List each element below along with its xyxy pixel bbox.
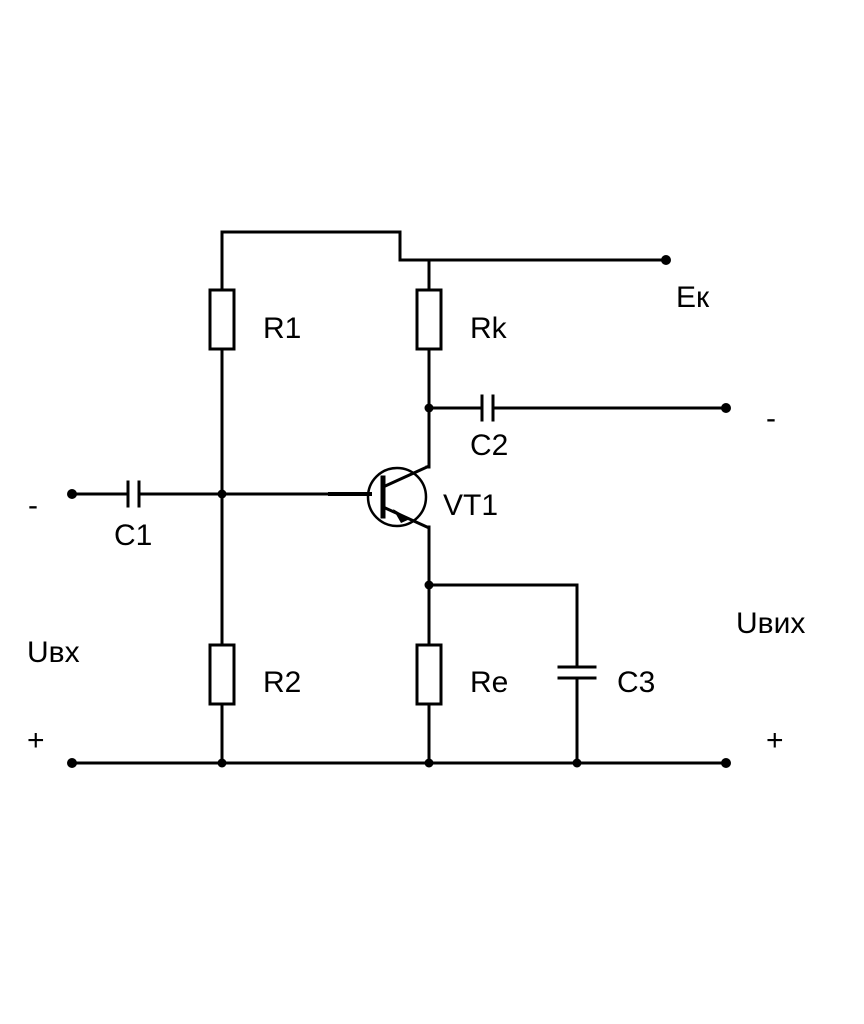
- input-plus-sign: +: [27, 724, 45, 757]
- resistor-r1: [208, 288, 236, 351]
- label-r1: R1: [263, 312, 301, 345]
- collector-branch: [415, 258, 731, 469]
- label-c3: C3: [617, 666, 655, 699]
- transistor-vt1: [366, 465, 429, 529]
- transistor-envelope: [366, 466, 428, 528]
- transistor-collector: [381, 465, 429, 489]
- output-terminal-minus[interactable]: [721, 403, 731, 413]
- junction-re-ground: [424, 758, 434, 768]
- label-input: Uвх: [27, 636, 80, 669]
- label-re: Re: [470, 666, 508, 699]
- input-terminal-plus[interactable]: [67, 758, 77, 768]
- label-vt1: VT1: [443, 489, 498, 522]
- output-minus-sign: -: [766, 402, 776, 435]
- supply-terminal[interactable]: [661, 255, 671, 265]
- junction-c3-ground: [572, 758, 582, 768]
- label-supply: Eк: [676, 281, 710, 314]
- input-minus-sign: -: [28, 489, 38, 522]
- resistor-re: [415, 643, 443, 706]
- label-output: Uвих: [736, 607, 805, 640]
- label-r2: R2: [263, 666, 301, 699]
- label-c1: C1: [114, 519, 152, 552]
- label-c2: C2: [470, 429, 508, 462]
- output-terminal-plus[interactable]: [721, 758, 731, 768]
- divider-branch: [208, 230, 236, 768]
- common-rail: [67, 758, 731, 768]
- emitter-branch: [415, 525, 597, 765]
- supply-rail: [220, 230, 671, 265]
- output-plus-sign: +: [766, 724, 784, 757]
- emitter-arrow-icon: [393, 509, 410, 523]
- resistor-rk: [415, 288, 443, 351]
- resistor-r2: [208, 643, 236, 706]
- input-coupling: [67, 480, 372, 508]
- label-rk: Rk: [470, 312, 508, 345]
